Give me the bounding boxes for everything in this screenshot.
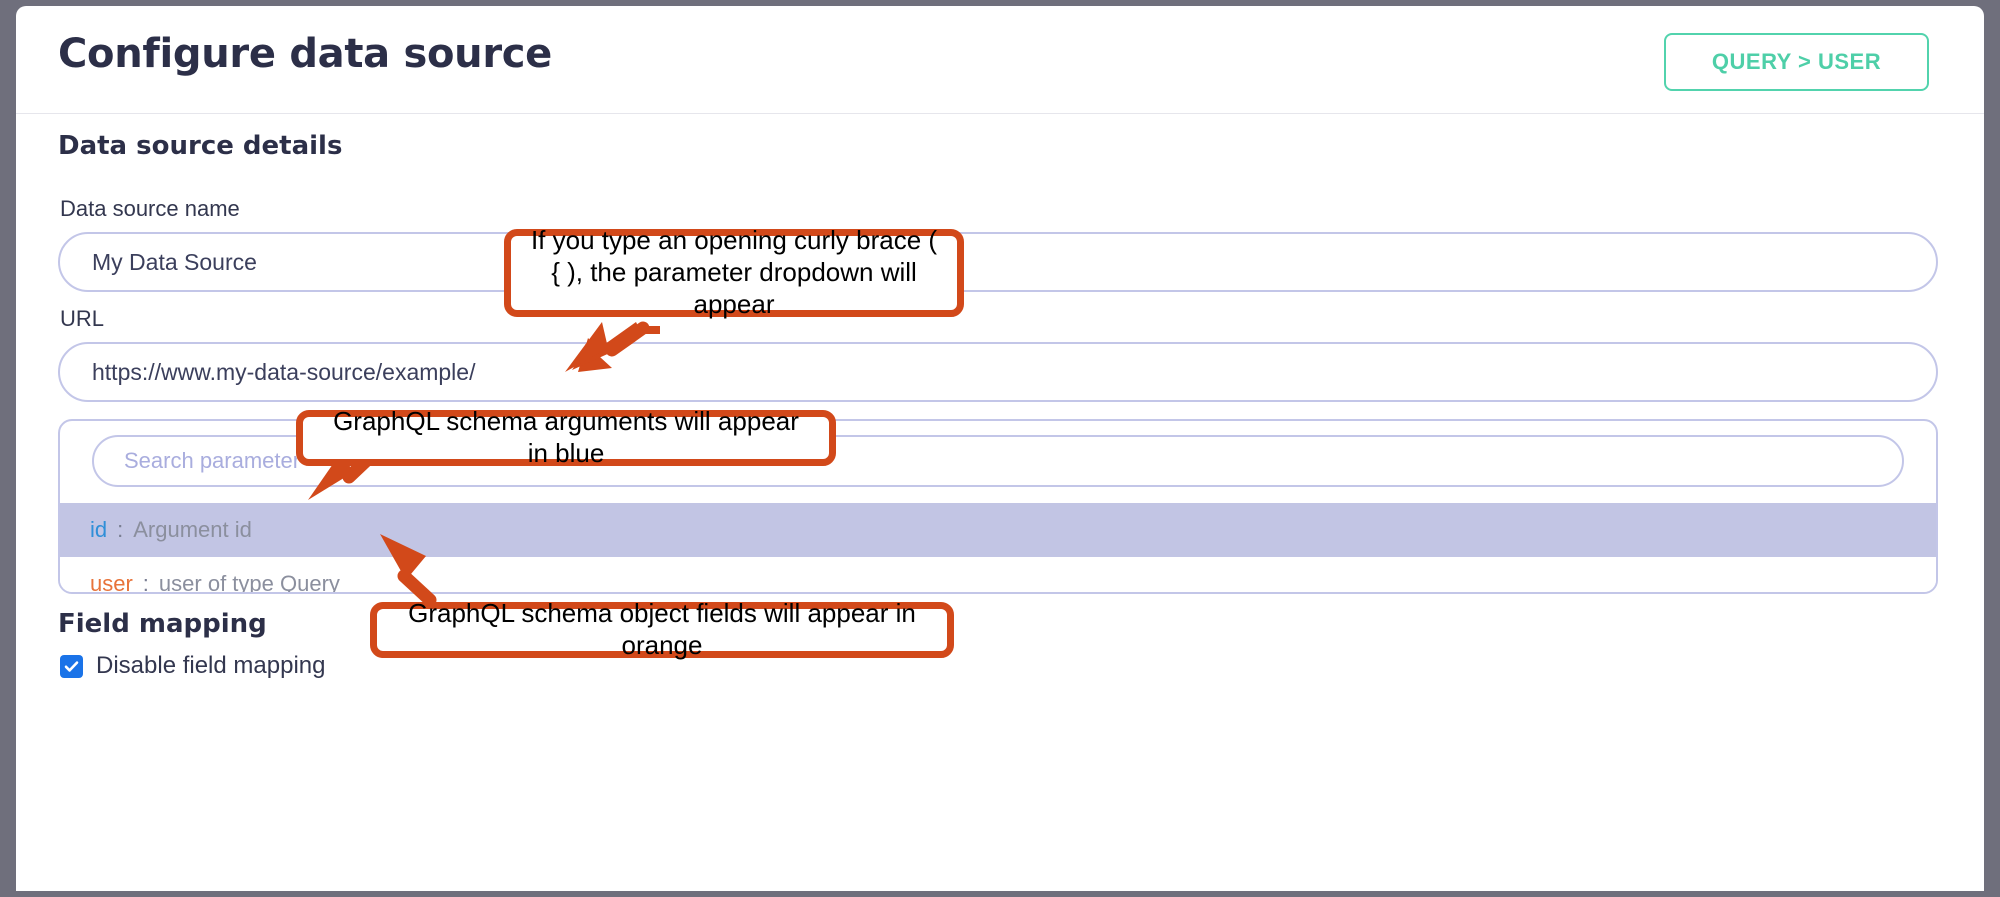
parameter-description: user of type Query bbox=[158, 571, 340, 594]
disable-field-mapping-label: Disable field mapping bbox=[96, 652, 326, 679]
configure-data-source-window: Configure data source QUERY > USER Data … bbox=[16, 6, 1984, 891]
page-title: Configure data source bbox=[58, 31, 553, 77]
query-user-button[interactable]: QUERY > USER bbox=[1664, 33, 1929, 91]
parameter-key: user bbox=[90, 571, 133, 594]
parameter-description: Argument id bbox=[133, 517, 252, 542]
parameter-separator: : bbox=[117, 517, 124, 542]
data-source-name-input[interactable]: My Data Source bbox=[58, 232, 1938, 292]
disable-field-mapping-row[interactable]: Disable field mapping bbox=[60, 652, 325, 680]
data-source-name-label: Data source name bbox=[60, 196, 240, 221]
field-mapping-heading: Field mapping bbox=[58, 609, 267, 639]
parameter-separator: : bbox=[142, 571, 149, 594]
checkmark-icon[interactable] bbox=[60, 654, 83, 678]
parameter-option-id[interactable]: id : Argument id bbox=[60, 503, 1936, 557]
data-source-details-heading: Data source details bbox=[58, 131, 343, 161]
annotation-callout-arguments-blue: GraphQL schema arguments will appear in … bbox=[296, 406, 836, 468]
parameter-key: id bbox=[90, 517, 108, 542]
annotation-callout-curly-brace: If you type an opening curly brace ( { )… bbox=[504, 225, 964, 319]
parameter-option-user[interactable]: user : user of type Query bbox=[60, 557, 1936, 594]
window-header: Configure data source QUERY > USER bbox=[16, 6, 1984, 114]
url-input[interactable]: https://www.my-data-source/example/ bbox=[58, 342, 1938, 402]
url-label: URL bbox=[60, 306, 105, 331]
annotation-callout-object-fields-orange: GraphQL schema object fields will appear… bbox=[370, 598, 954, 660]
